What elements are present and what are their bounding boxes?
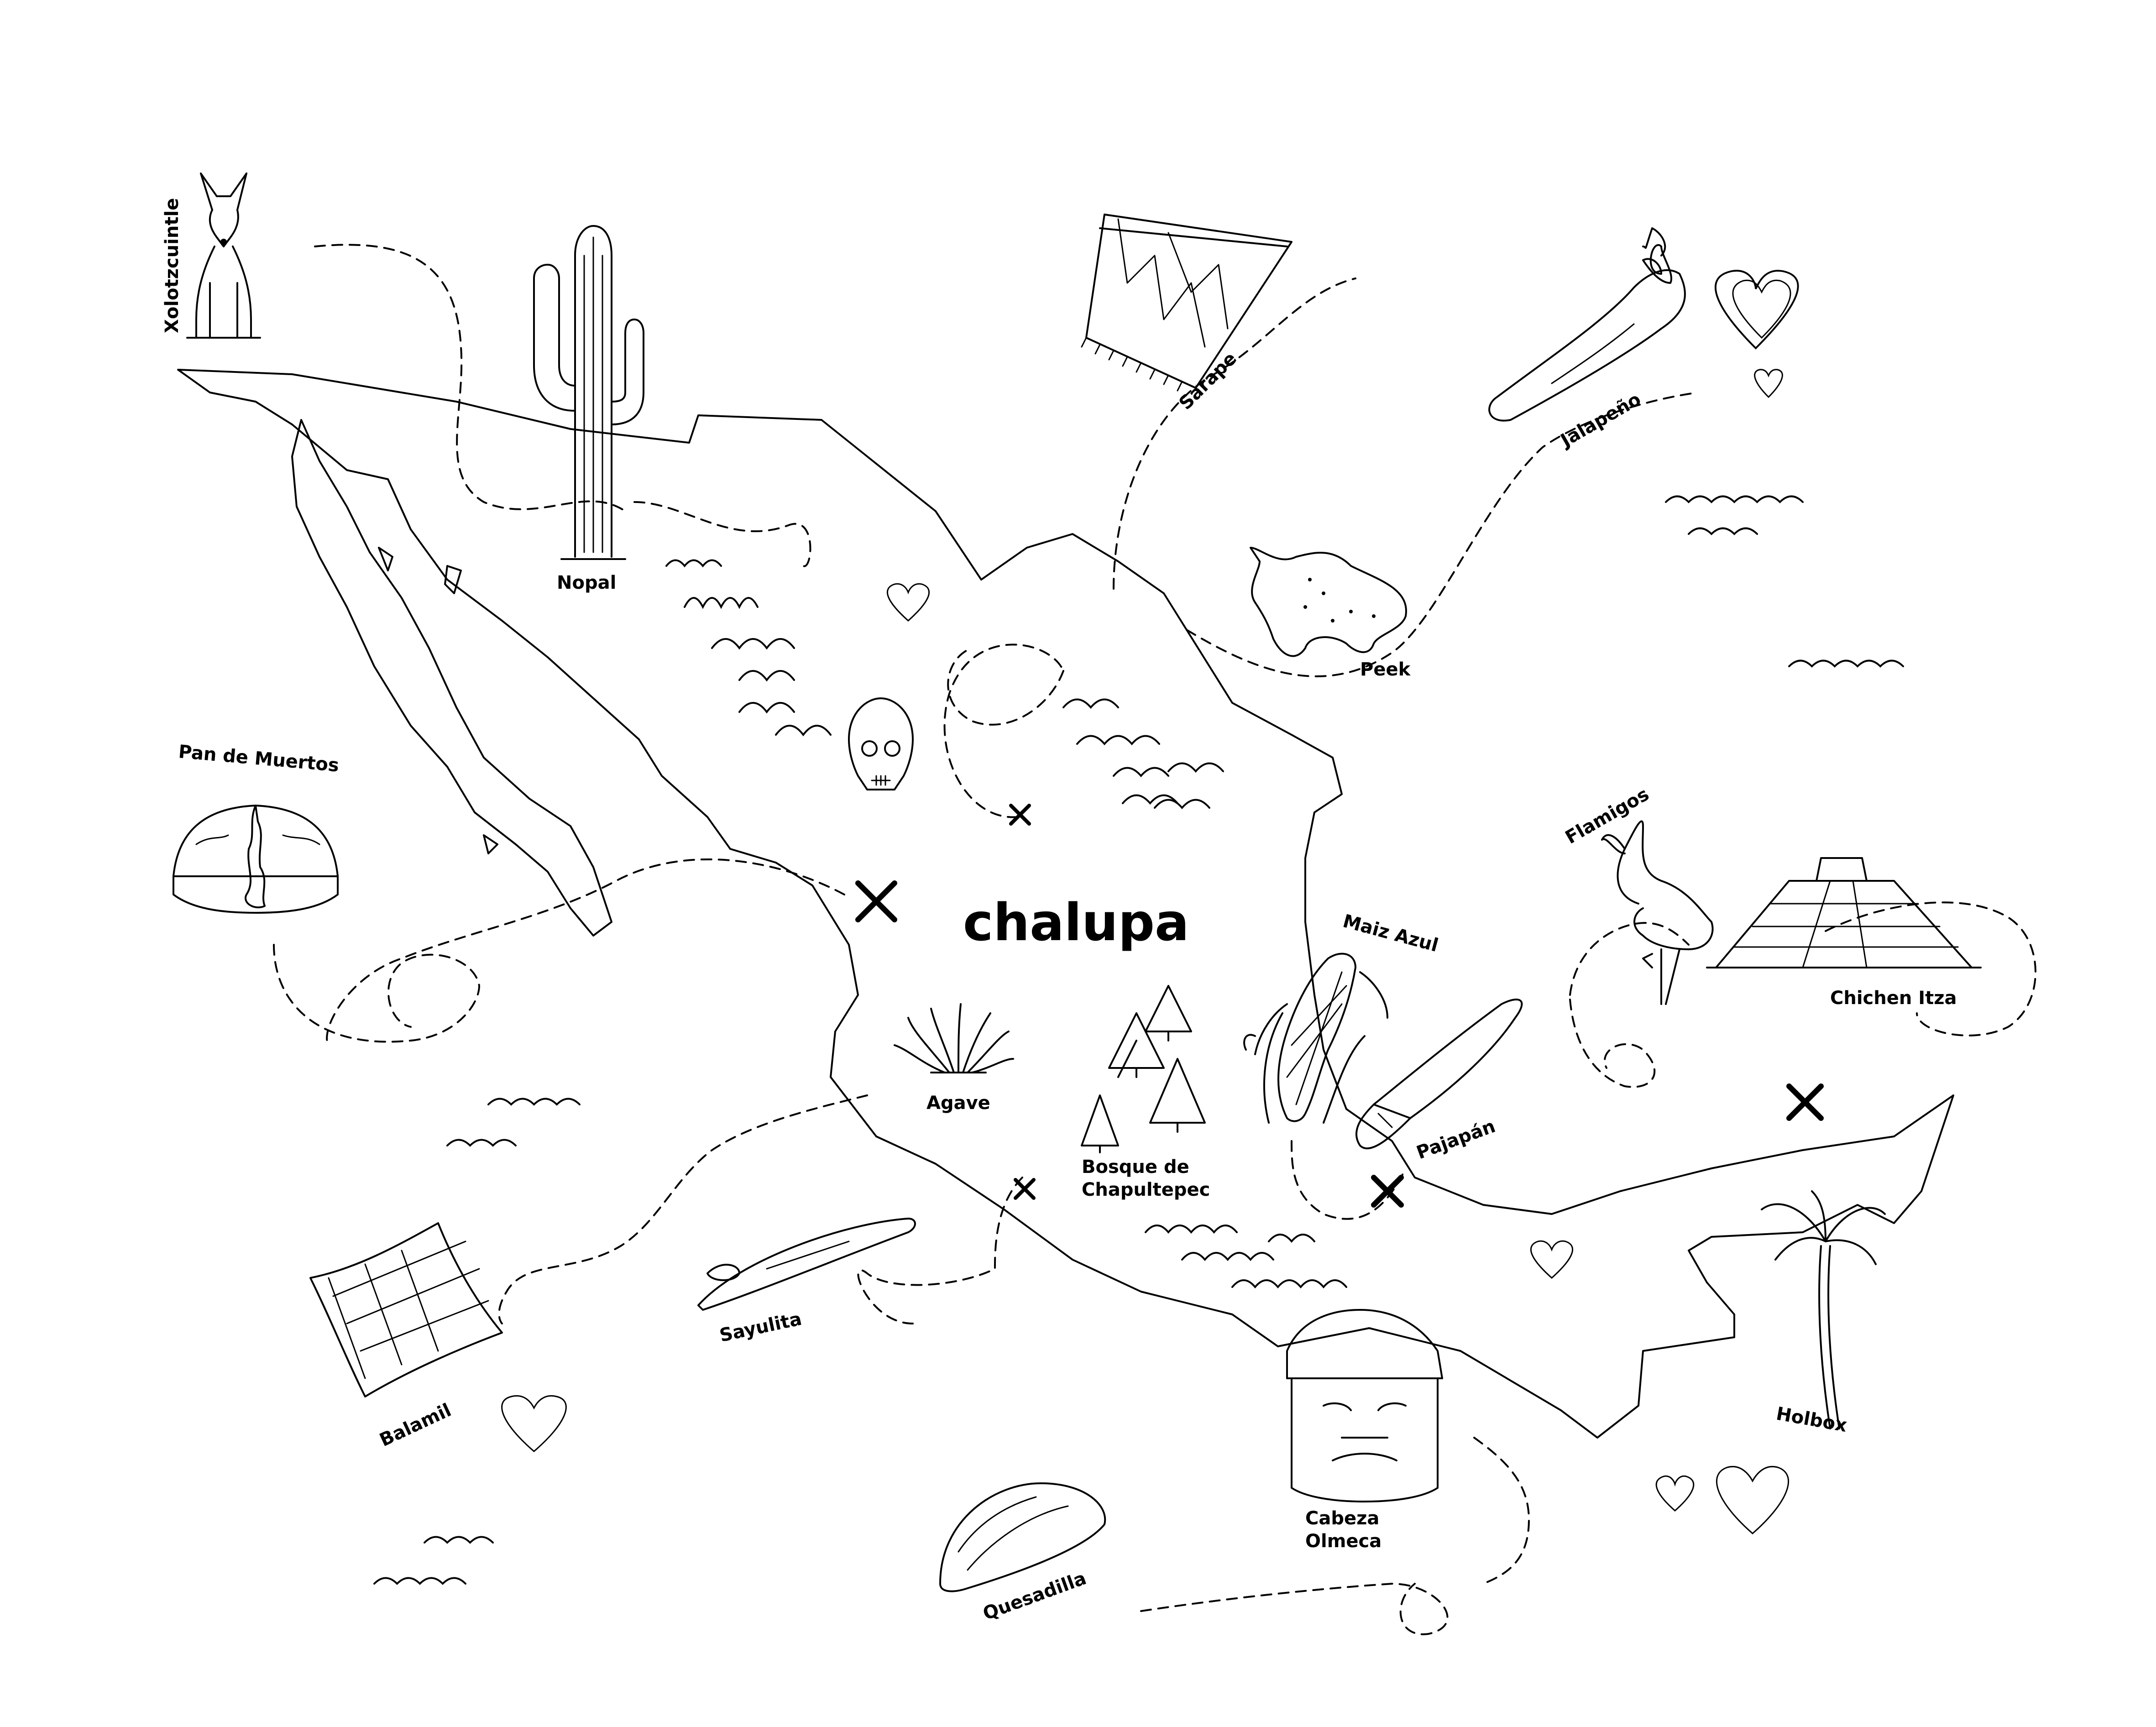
skull-icon — [848, 697, 914, 790]
label-flamigos: Flamigos — [1562, 784, 1653, 848]
heart-icon — [886, 583, 930, 622]
pine-trees-icon — [1081, 985, 1206, 1153]
bread-icon — [173, 805, 339, 914]
label-cabeza-line1: Cabeza — [1305, 1508, 1379, 1529]
pillow-icon — [309, 1222, 503, 1397]
flamingo-icon — [1601, 820, 1714, 1005]
label-xolotzcuintle: Xolotzcuintle — [162, 198, 183, 333]
palm-tree-icon — [1761, 1190, 1886, 1429]
heart-icon — [1530, 1240, 1574, 1279]
heart-icon — [1754, 369, 1783, 398]
label-peek: Peek — [1360, 659, 1411, 680]
rug-icon — [1081, 214, 1293, 392]
label-jalapeno: Jalapeño — [1556, 389, 1644, 452]
machete-icon — [1355, 999, 1523, 1150]
heart-icon — [1716, 1465, 1790, 1534]
surfboard-icon — [697, 1218, 916, 1311]
label-pajapan: Pajapán — [1414, 1116, 1498, 1164]
starfish-icon — [1250, 547, 1407, 657]
labels: Xolotzcuintle Nopal Sarape Jalapeño Peek… — [162, 198, 1957, 1625]
label-sayulita: Sayulita — [718, 1308, 804, 1346]
chili-pepper-icon — [1488, 227, 1686, 422]
x-mark-icon — [1009, 804, 1031, 826]
label-sarape: Sarape — [1175, 348, 1241, 414]
label-nopal: Nopal — [557, 572, 616, 593]
heart-icon — [1655, 1475, 1695, 1512]
heart-icon — [501, 1395, 567, 1452]
heart-icon — [1732, 279, 1791, 339]
mexico-outline — [177, 369, 1954, 1439]
x-mark-icon — [1786, 1083, 1824, 1121]
label-pan-de-muertos: Pan de Muertos — [178, 741, 340, 776]
corn-icon — [1243, 952, 1388, 1124]
label-quesadilla: Quesadilla — [980, 1568, 1089, 1624]
map-title: chalupa — [963, 893, 1189, 952]
heart-icon — [1715, 270, 1799, 350]
label-chichen-itza: Chichen Itza — [1830, 988, 1957, 1009]
x-mark-icon — [1371, 1175, 1404, 1208]
label-cabeza-line2: Olmeca — [1305, 1531, 1382, 1552]
label-agave: Agave — [926, 1093, 990, 1114]
label-bosque-line1: Bosque de — [1082, 1157, 1189, 1178]
label-bosque-line2: Chapultepec — [1082, 1179, 1210, 1200]
label-holbox: Holbox — [1774, 1403, 1848, 1437]
x-mark-icon — [1014, 1178, 1036, 1200]
pyramid-icon — [1706, 857, 1982, 968]
cactus-icon — [533, 225, 644, 560]
agave-icon — [894, 1003, 1014, 1073]
label-balamil: Balamil — [377, 1400, 455, 1451]
dog-icon — [186, 173, 261, 339]
olmec-head-icon — [1286, 1309, 1443, 1502]
wave-icon — [373, 495, 1904, 1585]
label-maiz-azul: Maiz Azul — [1340, 911, 1440, 956]
taco-icon — [939, 1482, 1106, 1592]
x-mark-icon — [855, 880, 897, 922]
